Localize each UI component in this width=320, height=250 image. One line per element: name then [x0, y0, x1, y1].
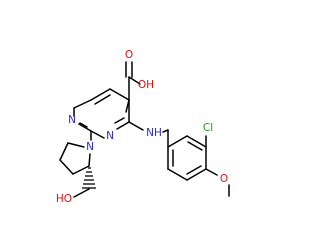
bond-c5-c4: [109, 88, 130, 101]
bond-pyr-c5-c4: [59, 142, 69, 161]
bond-pyr-c2-n: [88, 153, 91, 167]
bond-ar4-ar5-double: [186, 165, 202, 175]
bond-c4b-nh: [128, 121, 144, 131]
bond-c6-c5-double: [94, 94, 111, 105]
bond-nh-ch2: [162, 129, 169, 133]
bond-n3-c2: [90, 130, 105, 139]
substituents: [205, 135, 230, 197]
chloro-label: Cl: [203, 122, 213, 134]
benzene-ring: [167, 135, 207, 181]
bond-cooh-oh: [128, 76, 141, 85]
bond-ar1-ar2: [167, 135, 188, 148]
stereo-hashed-bond: [73, 167, 96, 198]
bond-ar2-ar3-double: [187, 141, 203, 151]
bond-ar4-o: [205, 168, 218, 176]
bond-ar4-ar5: [186, 168, 207, 181]
bond-c2-n1-double: [79, 122, 88, 128]
pyrrolidine-ring: [59, 130, 92, 175]
bond-ar5-ar6: [167, 168, 188, 181]
molecule-structure: OH O N N NH N HO Cl O: [56, 49, 230, 205]
hydroxyl-label: HO: [56, 193, 72, 205]
bond-ch2-oh: [73, 188, 90, 198]
pyrimidine-n-lower-label: N: [106, 130, 114, 142]
acid-o-label: O: [125, 49, 133, 61]
bond-pyr-c3-c2: [72, 165, 90, 175]
bond-c4b-n3: [116, 121, 130, 130]
bond-npyr-left: [67, 142, 85, 148]
pyrimidine-n-upper-label: N: [68, 114, 76, 126]
bond-ar2-ar3: [186, 135, 207, 148]
amine-nh-label: NH: [146, 127, 162, 139]
methoxy-o-label: O: [220, 173, 228, 185]
bond-pyr-c4-c3: [59, 159, 74, 175]
bond-c6-top: [73, 99, 92, 109]
acid-oh-label: OH: [138, 79, 154, 91]
carboxylic-acid-group: [125, 61, 141, 101]
atom-labels: OH O N N NH N HO Cl O: [56, 49, 228, 205]
pyrimidine-ring: [73, 88, 130, 139]
amine-linker: [128, 121, 169, 148]
pyrrolidine-n-label: N: [86, 141, 94, 153]
bond-c2-n1: [78, 123, 92, 132]
bond-c4b-n3-double: [114, 117, 125, 124]
bond-c6-c5: [90, 88, 111, 101]
